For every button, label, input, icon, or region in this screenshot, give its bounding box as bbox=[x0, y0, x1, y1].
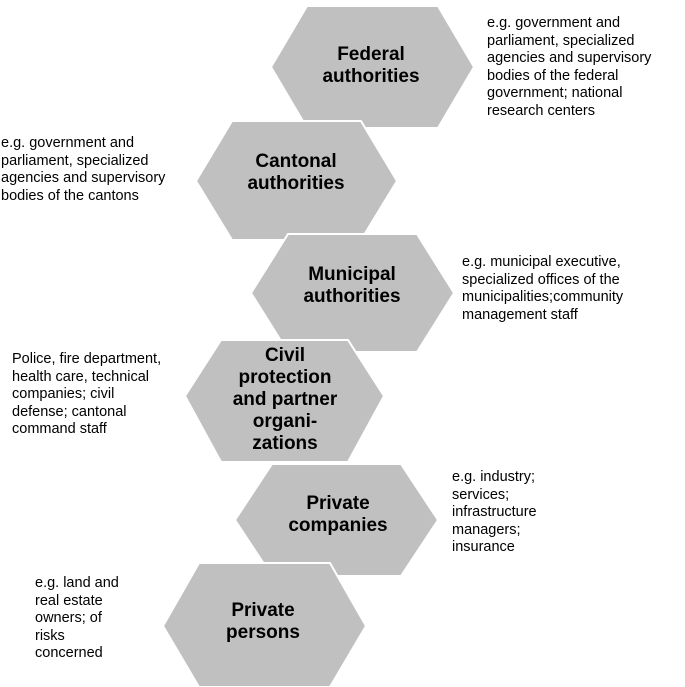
note-line: agencies and supervisory bbox=[1, 170, 166, 186]
note-line: parliament, specialized bbox=[1, 152, 149, 169]
note-line: risks bbox=[35, 627, 65, 644]
note-cantonal: e.g. government and parliament, speciali… bbox=[1, 135, 165, 205]
level-label-municipal: Municipal authorities bbox=[277, 261, 427, 311]
note-line: e.g. industry; bbox=[452, 469, 536, 485]
label-line: authorities bbox=[303, 286, 401, 307]
level-label-private-companies: Private companies bbox=[263, 490, 413, 540]
note-line: health care, technical bbox=[12, 368, 150, 385]
label-line: Civil bbox=[264, 345, 306, 366]
label-line: zations bbox=[252, 433, 318, 454]
note-line: parliament, specialized bbox=[487, 32, 635, 49]
note-line: government; national bbox=[487, 85, 623, 101]
note-line: bodies of the federal bbox=[487, 67, 619, 84]
note-line: municipalities;community bbox=[462, 289, 624, 305]
note-line: e.g. land and bbox=[35, 575, 119, 591]
label-line: authorities bbox=[322, 66, 420, 87]
note-private-persons: e.g. land and real estate owners; of ris… bbox=[35, 575, 119, 663]
note-line: specialized offices of the bbox=[462, 271, 620, 288]
note-line: real estate bbox=[35, 592, 103, 609]
note-line: managers; bbox=[452, 521, 521, 538]
label-line: companies bbox=[288, 515, 388, 536]
note-line: e.g. municipal executive, bbox=[462, 254, 621, 270]
label-line: protection bbox=[238, 367, 332, 388]
note-municipal: e.g. municipal executive, specialized of… bbox=[462, 254, 623, 324]
hexagon-private-companies bbox=[233, 463, 440, 577]
note-line: owners; of bbox=[35, 610, 102, 626]
label-line: persons bbox=[226, 622, 300, 643]
hexagon-federal bbox=[269, 5, 476, 129]
level-label-civil-protection: Civil protection and partner organi- zat… bbox=[210, 344, 360, 456]
label-line: Municipal bbox=[308, 264, 396, 285]
note-line: services; bbox=[452, 486, 510, 503]
hexagon-civil-protection bbox=[183, 339, 386, 463]
label-line: authorities bbox=[247, 173, 345, 194]
note-line: e.g. government and bbox=[487, 15, 621, 31]
note-line: e.g. government and bbox=[1, 135, 135, 151]
note-line: concerned bbox=[35, 645, 103, 661]
note-private-companies: e.g. industry; services; infrastructure … bbox=[452, 469, 537, 557]
label-line: organi- bbox=[252, 411, 318, 432]
note-line: command staff bbox=[12, 421, 107, 437]
hexagon-municipal bbox=[249, 233, 456, 353]
note-line: insurance bbox=[452, 539, 515, 555]
note-line: infrastructure bbox=[452, 504, 537, 520]
note-federal: e.g. government and parliament, speciali… bbox=[487, 15, 651, 120]
note-civil-protection: Police, fire department, health care, te… bbox=[12, 351, 161, 439]
label-line: Private bbox=[306, 493, 370, 514]
note-line: research centers bbox=[487, 102, 595, 119]
level-label-cantonal: Cantonal authorities bbox=[221, 148, 371, 198]
level-label-federal: Federal authorities bbox=[296, 41, 446, 91]
label-line: Cantonal bbox=[255, 151, 337, 172]
label-line: Federal bbox=[337, 44, 405, 65]
note-line: Police, fire department, bbox=[12, 351, 162, 367]
note-line: management staff bbox=[462, 306, 578, 323]
level-label-private-persons: Private persons bbox=[188, 597, 338, 647]
hexagon-private-persons bbox=[161, 562, 368, 687]
note-line: bodies of the cantons bbox=[1, 187, 139, 204]
note-line: agencies and supervisory bbox=[487, 50, 652, 66]
note-line: defense; cantonal bbox=[12, 403, 127, 420]
label-line: and partner bbox=[232, 389, 338, 410]
label-line: Private bbox=[231, 600, 295, 621]
note-line: companies; civil bbox=[12, 386, 115, 402]
